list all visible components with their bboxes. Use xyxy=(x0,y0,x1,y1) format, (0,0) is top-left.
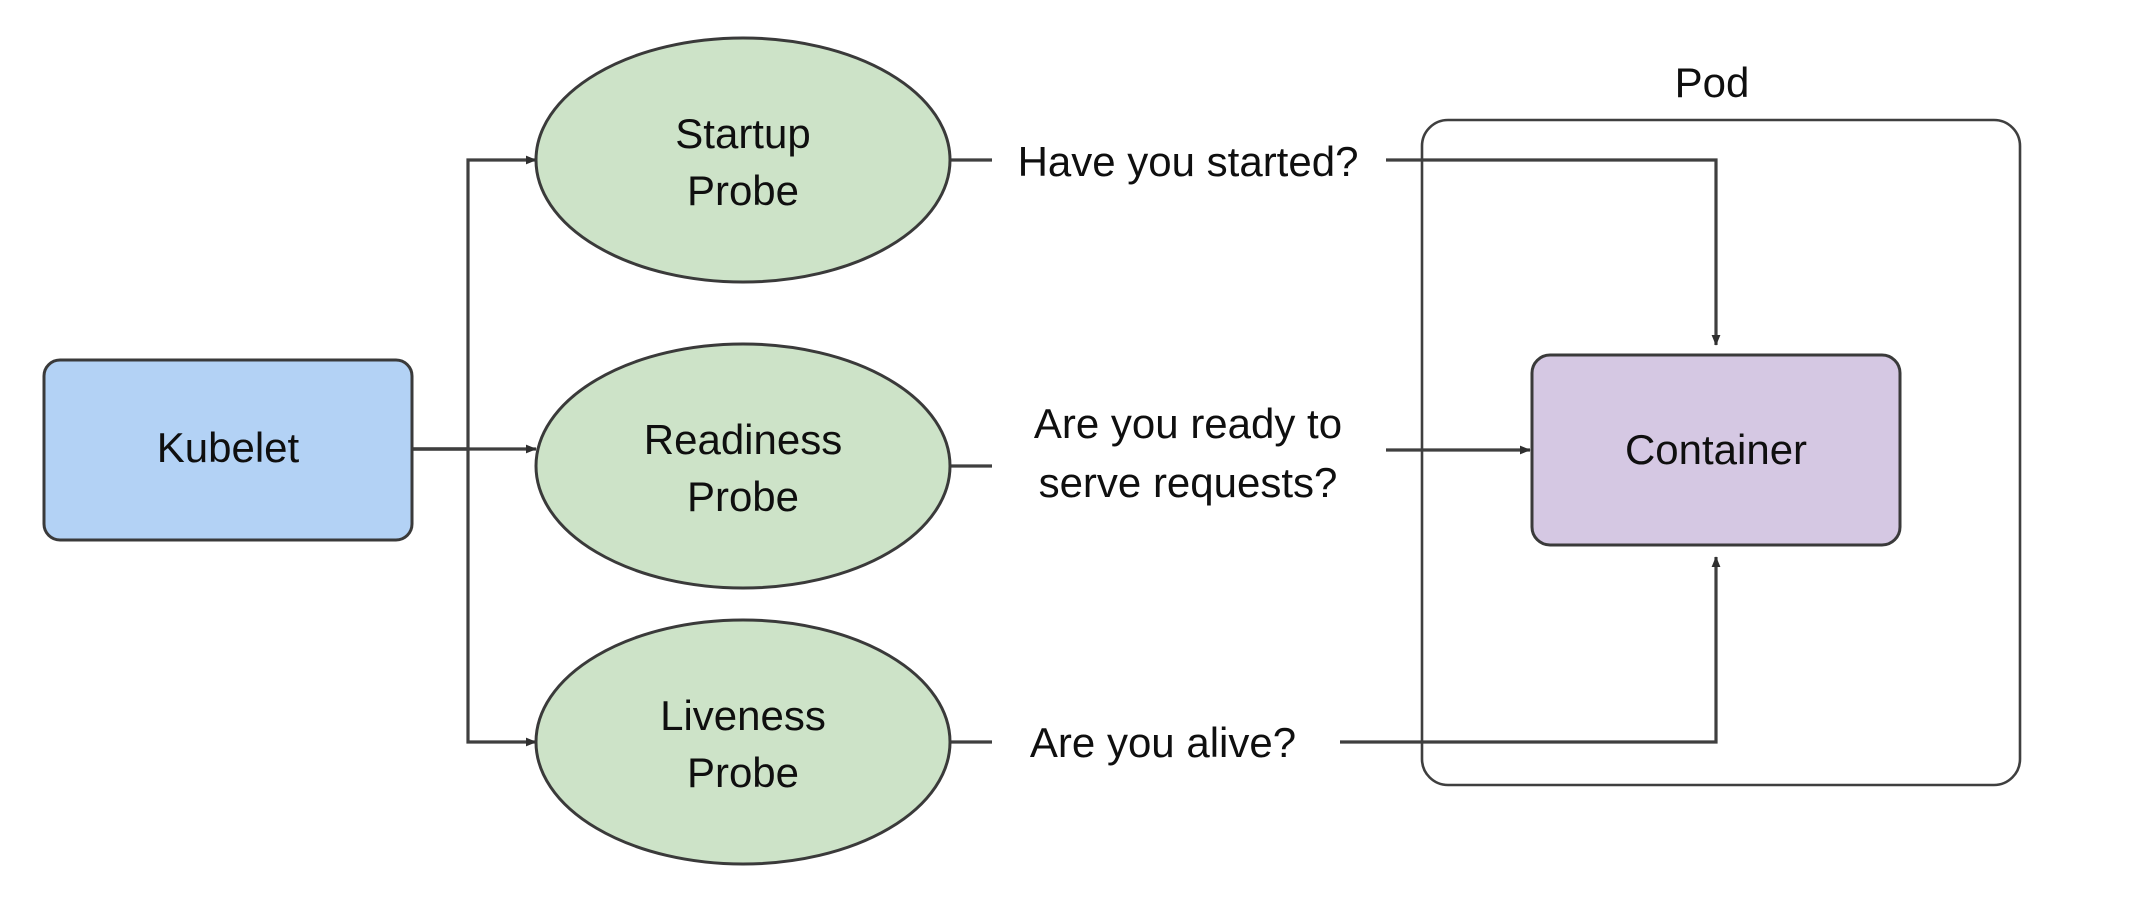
edge-startup-probe-to-container xyxy=(950,158,1721,346)
startup-probe-label-line1: Startup xyxy=(675,110,810,157)
startup-probe-label-line2: Probe xyxy=(687,167,799,214)
startup-probe-question-line1: Have you started? xyxy=(1018,138,1359,185)
readiness-probe-question-line2: serve requests? xyxy=(1039,459,1338,506)
readiness-probe-label-line1: Readiness xyxy=(644,416,842,463)
liveness-probe-question-line1: Are you alive? xyxy=(1030,719,1296,766)
readiness-probe-label-line2: Probe xyxy=(687,473,799,520)
container-node[interactable] xyxy=(1530,353,1902,547)
startup-probe-node[interactable] xyxy=(534,36,952,284)
edge-readiness-probe-to-container xyxy=(950,445,1531,468)
edge-liveness-probe-to-container xyxy=(950,556,1721,744)
readiness-probe-node[interactable] xyxy=(534,342,952,590)
readiness-probe-question-line1: Are you ready to xyxy=(1034,400,1342,447)
liveness-probe-label-line1: Liveness xyxy=(660,692,826,739)
container-label: Container xyxy=(1625,426,1807,473)
liveness-probe-node[interactable] xyxy=(534,618,952,866)
edge-kubelet-to-liveness-probe xyxy=(412,447,537,747)
pod-boundary xyxy=(1420,118,2022,787)
kubelet-label: Kubelet xyxy=(157,424,300,471)
kubelet-node[interactable] xyxy=(42,358,414,542)
pod-label: Pod xyxy=(1675,59,1750,106)
liveness-probe-label-line2: Probe xyxy=(687,749,799,796)
